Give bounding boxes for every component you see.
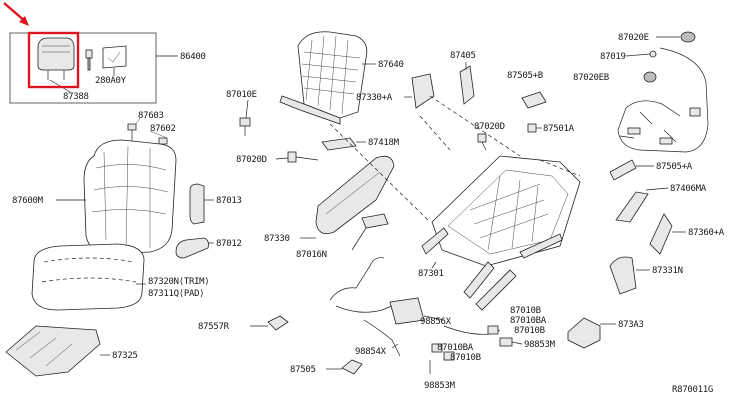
right-parts: 87505+A 87406MA 87360+A 87331N 873A3 [567,159,725,349]
label-87301: 87301 [418,269,444,279]
label-87010B-a: 87010B [510,306,541,316]
seat-cushion: 87320N⟨TRIM⟩ 87311Q⟨PAD⟩ [31,243,210,311]
label-87311Q: 87311Q⟨PAD⟩ [148,289,204,299]
switch-87016N: 87016N [296,213,389,260]
right-harness: 87020E 87019 87020EB [573,31,709,153]
label-98853M-b: 98853M [424,381,456,391]
side-cover-87330: 87330 [264,155,395,244]
headrest-group: 86400 280A0Y 87388 [3,2,206,104]
bolt-87010E: 87010E [226,90,257,136]
label-87505: 87505 [290,365,316,375]
label-87360A: 87360+A [688,228,725,238]
red-pointer-arrow-icon [3,2,29,26]
label-280A0Y: 280A0Y [95,76,127,86]
bolt-87501A: 87501A [527,123,575,134]
label-87331N: 87331N [652,266,683,276]
connectors-bottom: 87010B 87010BA 87010B 98853M 87010BA 870… [424,306,556,391]
label-87330: 87330 [264,234,290,244]
label-87418M: 87418M [368,138,400,148]
label-87320N: 87320N⟨TRIM⟩ [148,277,209,287]
covers-left: 87013 87012 [175,183,242,259]
guide-part [85,49,93,71]
label-98856X: 98856X [420,317,452,327]
label-87013: 87013 [216,196,242,206]
tag-part [102,45,127,76]
label-87603: 87603 [138,111,164,121]
label-98854X: 98854X [355,347,387,357]
label-87010E: 87010E [226,90,257,100]
label-87557R: 87557R [198,322,230,332]
label-87020E: 87020E [618,33,649,43]
bolt-87020D-left: 87020D [236,151,319,165]
back-frame: 87640 [279,31,404,125]
label-87406MA: 87406MA [670,184,707,194]
label-98853M-a: 98853M [524,340,556,350]
cover-87405: 87405 [450,51,476,105]
highlight-box [27,31,80,89]
label-87505B: 87505+B [507,71,543,81]
cover-87330A: 87330+A [356,73,435,109]
label-87405: 87405 [450,51,476,61]
bottom-pan: 87325 [5,325,138,377]
label-87019: 87019 [600,52,626,62]
label-86400: 86400 [180,52,206,62]
label-87010BA-b: 87010BA [437,343,474,353]
label-87602: 87602 [150,124,176,134]
clip-87505B: 87505+B [507,71,547,109]
label-87020D-mid: 87020D [474,122,505,132]
wire-harness: 98856X 98854X [329,257,501,357]
label-87010B-c: 87010B [450,353,481,363]
clip-87505: 87505 [290,359,363,375]
label-87010B-b: 87010B [514,326,545,336]
label-87010BA-a: 87010BA [510,316,547,326]
reference-code: R870011G [672,385,713,395]
label-87012: 87012 [216,239,242,249]
label-87388: 87388 [63,92,89,102]
label-87505A: 87505+A [656,162,693,172]
label-87016N: 87016N [296,250,327,260]
label-87020EB: 87020EB [573,73,609,83]
bracket-87418M: 87418M [321,137,400,151]
label-87640: 87640 [378,60,404,70]
label-87330A: 87330+A [356,93,393,103]
label-87020D-left: 87020D [236,155,267,165]
seat-frame-87301: 87301 [329,95,581,311]
label-87501A: 87501A [543,124,575,134]
headrest-part [37,37,75,80]
label-87325: 87325 [112,351,138,361]
seat-back-trim: 87600M [12,139,177,255]
headrest-box [9,32,157,104]
bolt-87020D-mid: 87020D [474,122,505,151]
label-87600M: 87600M [12,196,44,206]
label-873A3: 873A3 [618,320,644,330]
clip-87557R: 87557R [198,315,289,332]
